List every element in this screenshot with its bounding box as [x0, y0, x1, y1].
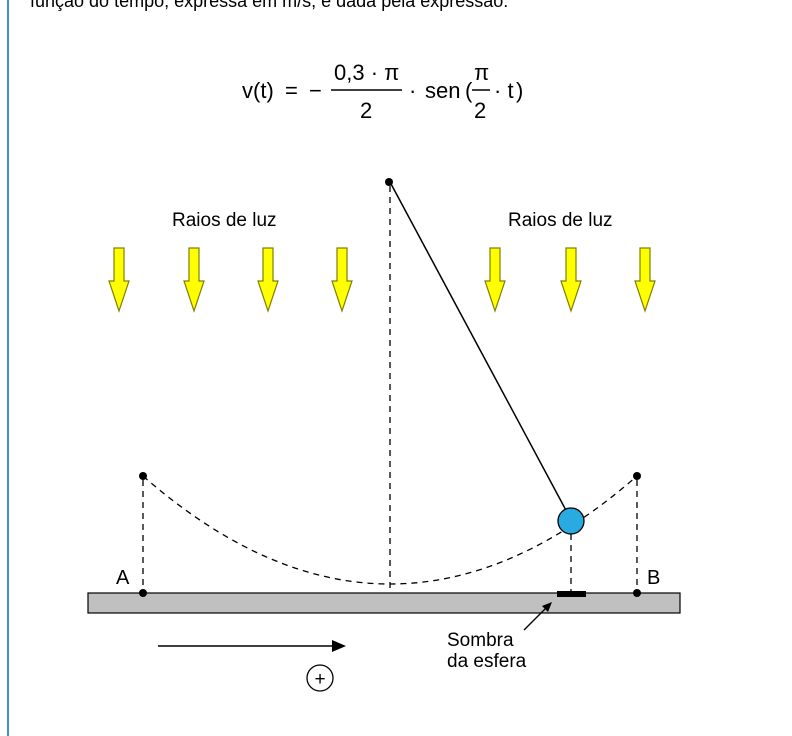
formula-close-paren: ): [516, 78, 523, 103]
light-ray-arrows: [108, 247, 656, 313]
rays-label-left: Raios de luz: [172, 210, 277, 231]
shadow-label-line1: Sombra: [447, 630, 514, 651]
sphere: [557, 507, 585, 535]
formula-inner-denominator: 2: [474, 98, 486, 123]
shadow-pointer-line: [523, 605, 549, 631]
light-ray-arrow-icon: [183, 247, 205, 313]
point-b-dot: [633, 589, 641, 597]
formula-numerator: 0,3 · π: [334, 60, 399, 85]
pivot-point: [385, 178, 393, 186]
pendulum-string: [389, 181, 569, 515]
positive-sign-circle: [306, 664, 334, 692]
right-extreme-point: [633, 472, 641, 480]
left-extreme-point: [139, 472, 147, 480]
point-a-dot: [139, 589, 147, 597]
light-ray-arrow-icon: [108, 247, 130, 313]
formula-open-paren: (: [465, 78, 473, 103]
light-ray-arrow-icon: [257, 247, 279, 313]
formula-inner-tail: · t: [494, 78, 514, 103]
positive-direction-arrowhead: [332, 640, 346, 652]
light-ray-arrow-icon: [331, 247, 353, 313]
light-ray-arrow-icon: [560, 247, 582, 313]
left-border: [7, 0, 9, 736]
label-b: B: [647, 567, 660, 589]
rays-label-right: Raios de luz: [508, 210, 613, 231]
shadow-pointer-head: [542, 602, 552, 612]
formula-equals: =: [285, 78, 298, 103]
floor: [87, 592, 681, 614]
sphere-shadow: [557, 591, 586, 597]
formula-minus: −: [309, 78, 322, 103]
shadow-label-line2: da esfera: [447, 651, 527, 672]
top-text: função do tempo, expressa em m/s, é dada…: [30, 0, 509, 11]
velocity-formula: v(t) = − 0,3 · π 2 · sen ( π 2 · t ): [242, 60, 523, 123]
light-ray-arrow-icon: [484, 247, 506, 313]
formula-denominator: 2: [360, 98, 372, 123]
formula-inner-numerator: π: [474, 60, 489, 85]
formula-dot: ·: [409, 78, 416, 103]
label-a: A: [116, 567, 130, 589]
positive-sign: +: [314, 669, 325, 690]
formula-lhs: v(t): [242, 78, 274, 103]
formula-func: sen: [425, 78, 460, 103]
light-ray-arrow-icon: [634, 247, 656, 313]
